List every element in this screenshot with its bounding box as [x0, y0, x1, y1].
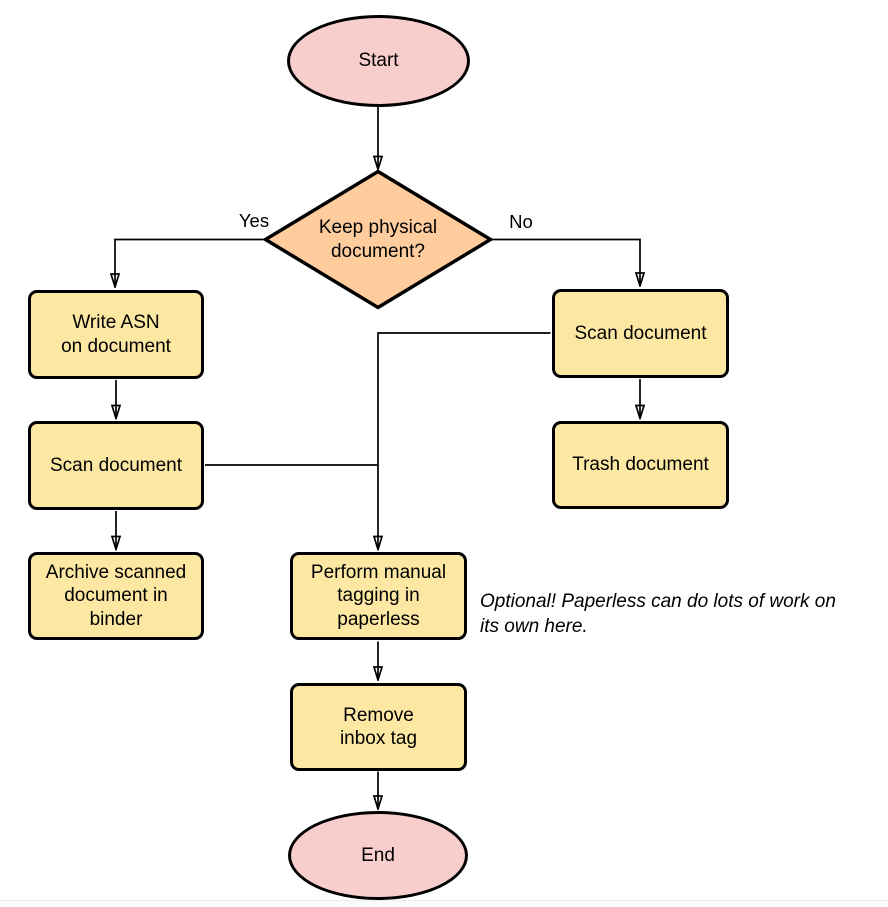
edge-label-yes: Yes — [238, 210, 270, 231]
node-start: Start — [287, 15, 470, 107]
bottom-edge-strip — [0, 900, 888, 907]
decision-diamond-shape — [262, 169, 494, 310]
edge-decision-no — [491, 238, 641, 287]
node-write-asn: Write ASN on document — [28, 290, 204, 379]
node-manual-tagging: Perform manual tagging in paperless — [290, 552, 467, 640]
edge-decision-yes — [115, 238, 264, 288]
node-decision-label: Keep physical document? — [318, 216, 438, 262]
node-scan-document-left: Scan document — [28, 421, 204, 510]
node-scan-document-right: Scan document — [552, 289, 729, 378]
edge-scanright-to-tagging — [378, 332, 551, 550]
edge-label-no: No — [509, 211, 533, 232]
node-trash-document: Trash document — [552, 421, 729, 509]
node-end: End — [288, 811, 468, 900]
node-remove-inbox-tag: Remove inbox tag — [290, 683, 467, 771]
annotation-optional-note: Optional! Paperless can do lots of work … — [480, 591, 836, 637]
node-decision: Keep physical document? — [262, 168, 494, 311]
node-archive-binder: Archive scanned document in binder — [28, 552, 204, 640]
